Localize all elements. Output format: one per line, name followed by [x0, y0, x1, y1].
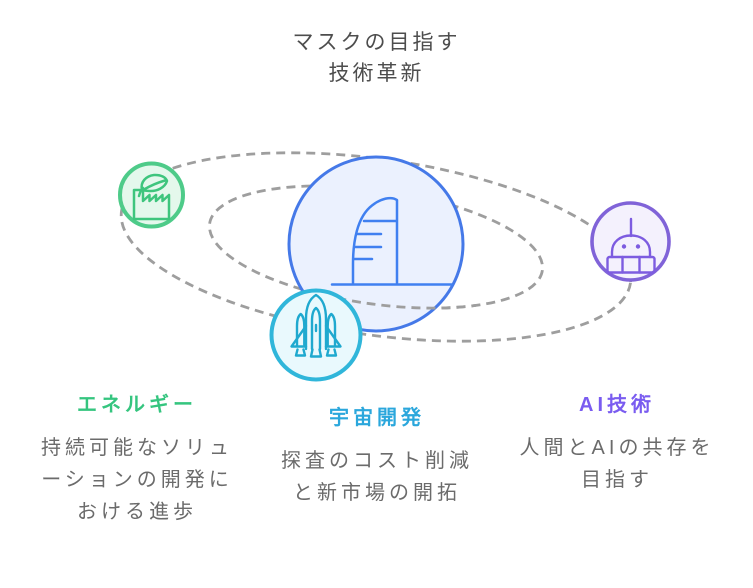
diagram-title: マスクの目指す 技術革新	[0, 27, 753, 89]
energy-heading: エネルギー	[77, 394, 197, 416]
sail-tower-building-icon	[330, 196, 454, 286]
ai-description-line: 人間とAIの共存を	[519, 437, 715, 459]
column-energy: エネルギー 持続可能なソリュ ーションの開発に おける進歩	[17, 393, 257, 528]
title-line-1: マスクの目指す	[292, 31, 461, 54]
inner-orbit-front-arc	[330, 288, 476, 310]
ai-node	[590, 201, 671, 282]
column-space: 宇宙開発 探査のコスト削減 と新市場の開拓	[257, 406, 497, 509]
column-ai: AI技術 人間とAIの共存を 目指す	[497, 393, 737, 496]
energy-description-line: ーションの開発に	[41, 469, 233, 491]
central-circle	[287, 155, 465, 333]
central-node	[287, 155, 465, 333]
energy-description-line: おける進歩	[77, 501, 197, 523]
space-description: 探査のコスト削減 と新市場の開拓	[257, 445, 497, 509]
factory-leaf-icon	[132, 173, 171, 221]
energy-description-line: 持続可能なソリュ	[41, 437, 233, 459]
energy-circle	[118, 161, 185, 229]
ai-circle	[590, 201, 671, 282]
ai-description-line: 目指す	[581, 469, 653, 491]
space-heading: 宇宙開発	[329, 407, 425, 429]
energy-description: 持続可能なソリュ ーションの開発に おける進歩	[17, 432, 257, 528]
space-description-line: 探査のコスト削減	[281, 450, 473, 472]
space-description-line: と新市場の開拓	[293, 482, 461, 504]
ai-description: 人間とAIの共存を 目指す	[497, 432, 737, 496]
space-node	[269, 288, 363, 382]
title-line-2: 技術革新	[328, 62, 425, 85]
energy-node	[118, 161, 185, 229]
space-circle	[269, 288, 363, 382]
space-shuttle-icon	[290, 293, 342, 358]
robot-icon	[606, 217, 656, 274]
ai-heading: AI技術	[579, 394, 655, 416]
